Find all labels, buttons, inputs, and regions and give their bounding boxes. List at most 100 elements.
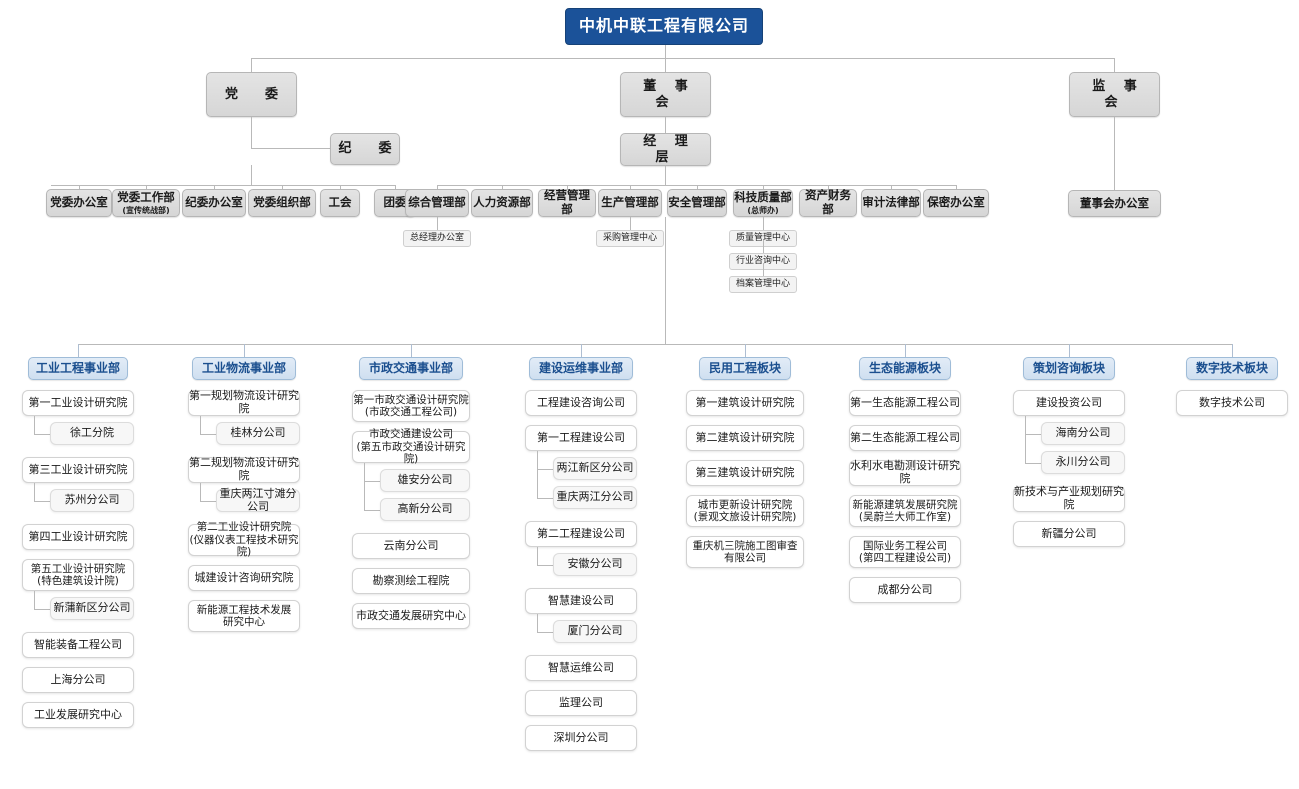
- node-label: 深圳分公司: [553, 730, 609, 744]
- node-label: 苏州分公司: [64, 493, 120, 507]
- connector-line: [200, 416, 201, 434]
- division-header-1: 工业工程事业部: [28, 357, 128, 380]
- connector-line: [214, 185, 215, 189]
- node-label: 纪委办公室: [185, 195, 243, 210]
- node-label: 纪 委: [338, 141, 399, 157]
- node-label: 策划咨询板块: [1032, 361, 1105, 376]
- division-unit: 国际业务工程公司(第四工程建设公司): [849, 536, 961, 568]
- connector-line: [34, 434, 50, 435]
- connector-line: [697, 185, 698, 189]
- connector-line: [251, 165, 252, 185]
- connector-line: [411, 344, 412, 357]
- party-committee-node: 党 委: [206, 72, 297, 117]
- division-unit: 第五工业设计研究院(特色建筑设计院): [22, 559, 134, 591]
- division-unit: 城建设计咨询研究院: [188, 565, 300, 591]
- node-label: 工业物流事业部: [201, 361, 286, 376]
- node-label: 总经理办公室: [409, 233, 464, 244]
- division-header-2: 工业物流事业部: [192, 357, 296, 380]
- connector-line: [665, 217, 666, 344]
- node-label: 审计法律部: [862, 195, 920, 210]
- mgmt-subcenter: 总经理办公室: [403, 230, 471, 247]
- division-branch: 徐工分院: [50, 422, 134, 445]
- node-label: (第四工程建设公司): [858, 552, 952, 564]
- node-label: 资产财务部: [805, 188, 851, 216]
- connector-line: [537, 451, 538, 498]
- node-label: 有限公司: [724, 552, 766, 564]
- division-branch: 高新分公司: [380, 498, 470, 521]
- connector-line: [1232, 344, 1233, 357]
- mgmt-dept-5: 安全管理部: [667, 189, 727, 217]
- mgmt-dept-3: 经营管理部: [538, 189, 596, 217]
- node-label: 人力资源部: [473, 195, 531, 210]
- node-label: 建设运维事业部: [538, 361, 623, 376]
- node-label: 云南分公司: [383, 538, 439, 552]
- connector-line: [437, 185, 438, 189]
- division-unit: 新能源建筑发展研究院(吴蔚兰大师工作室): [849, 495, 961, 527]
- node-label: 第一规划物流设计研究院: [189, 389, 299, 415]
- connector-line: [1114, 58, 1115, 72]
- division-unit: 工业发展研究中心: [22, 702, 134, 728]
- node-label: 数字技术板块: [1195, 361, 1268, 376]
- division-unit: 城市更新设计研究院(景观文旅设计研究院): [686, 495, 804, 527]
- node-label: 党委工作部: [117, 190, 175, 204]
- node-label: 智能装备工程公司: [34, 637, 122, 651]
- node-label: 工会: [328, 195, 352, 210]
- node-label: 重庆两江寸滩分公司: [219, 486, 297, 513]
- division-unit: 工程建设咨询公司: [525, 390, 637, 416]
- node-label: 徐工分院: [70, 426, 114, 440]
- division-header-3: 市政交通事业部: [359, 357, 463, 380]
- division-branch: 海南分公司: [1041, 422, 1125, 445]
- node-label: 新疆分公司: [1041, 526, 1097, 540]
- division-unit: 第一规划物流设计研究院: [188, 389, 300, 416]
- connector-line: [1025, 416, 1026, 463]
- connector-line: [251, 58, 1114, 59]
- connector-line: [905, 344, 906, 357]
- node-label: 第一生态能源工程公司: [850, 395, 960, 409]
- node-label: 水利水电勘测设计研究院: [850, 459, 960, 485]
- node-label: 重庆两江分公司: [556, 490, 634, 504]
- supervisory-node: 监 事 会: [1069, 72, 1160, 117]
- mgmt-subcenter: 档案管理中心: [729, 276, 797, 293]
- node-label: 第二工程建设公司: [537, 526, 625, 540]
- party-dept-4: 党委组织部: [248, 189, 316, 217]
- connector-line: [567, 185, 568, 189]
- division-unit: 第一生态能源工程公司: [849, 390, 961, 416]
- division-header-4: 建设运维事业部: [529, 357, 633, 380]
- connector-line: [502, 185, 503, 189]
- connector-line: [763, 185, 764, 189]
- mgmt-dept-2: 人力资源部: [471, 189, 533, 217]
- node-label: 第一工程建设公司: [537, 430, 625, 444]
- division-branch: 重庆两江寸滩分公司: [216, 486, 300, 513]
- node-label: 成都分公司: [877, 582, 933, 596]
- connector-line: [745, 344, 746, 357]
- connector-line: [630, 185, 631, 189]
- connector-line: [665, 117, 666, 133]
- connector-line: [200, 501, 216, 502]
- node-label: 数字技术公司: [1199, 395, 1265, 409]
- connector-line: [537, 547, 538, 565]
- connector-line: [581, 344, 582, 357]
- division-bus: [78, 344, 1232, 345]
- node-label: 新能源建筑发展研究院: [852, 498, 958, 511]
- node-label: 第五工业设计研究院: [30, 562, 126, 575]
- node-label: 新技术与产业规划研究院: [1014, 485, 1124, 511]
- division-unit: 云南分公司: [352, 533, 470, 559]
- division-unit: 第三工业设计研究院: [22, 457, 134, 483]
- division-unit: 第一工业设计研究院: [22, 390, 134, 416]
- party-dept-3: 纪委办公室: [182, 189, 246, 217]
- division-unit: 数字技术公司: [1176, 390, 1288, 416]
- node-label: 研究中心: [223, 616, 265, 628]
- division-unit: 上海分公司: [22, 667, 134, 693]
- connector-line: [537, 498, 553, 499]
- connector-line: [395, 185, 396, 189]
- node-label: (市政交通工程公司): [364, 406, 458, 418]
- node-label: 国际业务工程公司: [863, 539, 947, 552]
- division-unit: 深圳分公司: [525, 725, 637, 751]
- division-unit: 第一建筑设计研究院: [686, 390, 804, 416]
- connector-line: [34, 483, 35, 501]
- node-label: 第二生态能源工程公司: [850, 430, 960, 444]
- node-label: 档案管理中心: [735, 279, 790, 290]
- connector-line: [665, 166, 666, 185]
- division-branch: 厦门分公司: [553, 620, 637, 643]
- connector-line: [1114, 117, 1115, 191]
